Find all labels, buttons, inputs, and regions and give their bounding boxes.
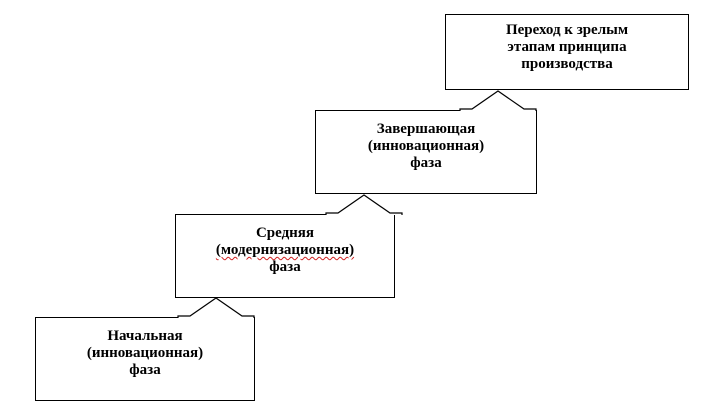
stage-transition-line-2: этапам принципа xyxy=(507,39,627,55)
stage-middle-line-2: (модернизационная) xyxy=(215,242,355,258)
up-arrow-middle-to-final xyxy=(325,194,403,215)
stage-box-middle: Средняя (модернизационная) фаза xyxy=(175,214,395,298)
up-arrow-initial-to-middle xyxy=(177,297,255,318)
stage-final-line-2: (инновационная) xyxy=(367,138,485,154)
stage-box-transition: Переход к зрелым этапам принципа произво… xyxy=(445,14,689,90)
stage-final-line-1: Завершающая xyxy=(376,121,476,137)
stage-transition-line-3: производства xyxy=(521,56,613,72)
stage-box-initial: Начальная (инновационная) фаза xyxy=(35,317,255,401)
stage-transition-line-1: Переход к зрелым xyxy=(505,22,629,38)
stage-box-final: Завершающая (инновационная) фаза xyxy=(315,110,537,194)
stage-middle-line-1: Средняя xyxy=(255,225,315,241)
stage-initial-line-2: (инновационная) xyxy=(86,345,204,361)
stage-initial-line-3: фаза xyxy=(129,362,161,378)
stage-initial-line-1: Начальная xyxy=(107,328,183,344)
up-arrow-final-to-transition xyxy=(459,90,537,111)
stage-final-line-3: фаза xyxy=(410,155,442,171)
stage-middle-line-3: фаза xyxy=(269,259,301,275)
